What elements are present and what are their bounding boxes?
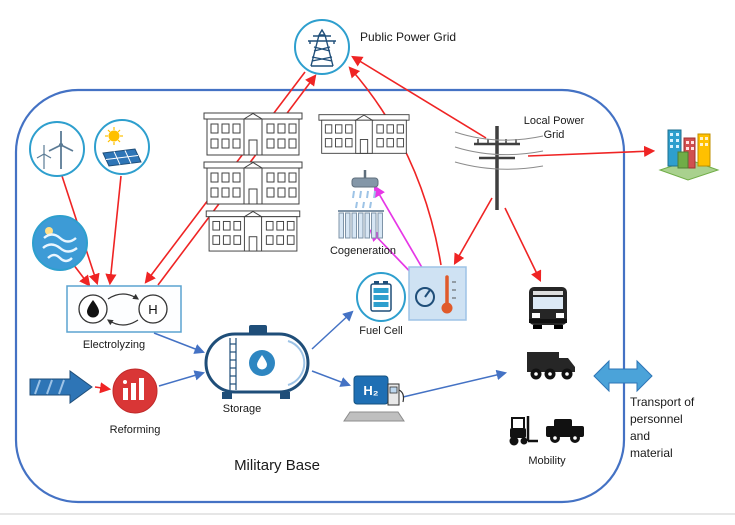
water-droplet-icon: [87, 300, 99, 318]
military-base-boundary: [14, 88, 626, 504]
arrow-hydro-to-electrolyzing: [72, 263, 91, 287]
jeep-icon: [546, 419, 584, 443]
arrow-storage-to-fuelcell: [311, 310, 354, 350]
forklift-icon: [509, 416, 538, 446]
cogeneration-icon: [338, 170, 384, 239]
hydrogen-letter: H: [148, 302, 157, 317]
thermometer-icon: [441, 275, 456, 314]
arrow-localgrid-to-city: [527, 145, 656, 157]
sun-icon: [105, 127, 123, 145]
arrow-h2station-to-trucks: [402, 369, 508, 398]
arrow-localgrid-to-heatunit: [453, 197, 493, 265]
fuel-pump-icon: [387, 383, 405, 406]
transport-label-line1: Transport of: [630, 395, 695, 409]
radiator-icon: [338, 210, 384, 239]
fuel-cell-icon: [356, 272, 406, 322]
local-power-grid-label-line1: Local Power: [524, 115, 585, 127]
storage-icon: [204, 325, 310, 399]
bus-icon: [529, 287, 567, 329]
transport-label-line4: material: [630, 446, 673, 460]
arrow-storage-to-h2station: [311, 370, 351, 387]
electrolyzing-label: Electrolyzing: [83, 339, 145, 351]
public-power-grid-label: Public Power Grid: [360, 30, 456, 44]
heat-power-unit-icon: [408, 266, 467, 321]
transport-double-arrow: [593, 359, 653, 393]
arrow-solar-to-electrolyzing: [105, 175, 122, 286]
arrow-localgrid-to-mobility: [504, 207, 542, 283]
arrow-localgrid-to-publicgrid: [351, 55, 487, 139]
arrow-pipeline-to-reforming: [94, 382, 112, 394]
shower-icon: [351, 170, 379, 209]
transport-label-line2: personnel: [630, 412, 683, 426]
h2-sign-label: H₂: [363, 383, 378, 398]
mobility-label: Mobility: [528, 455, 566, 467]
gauge-icon: [415, 287, 435, 307]
arrow-heatunit-to-shower: [373, 184, 425, 272]
building-icon: [318, 114, 410, 154]
h2-station-icon: H₂: [343, 375, 405, 422]
solar-power-icon: [94, 119, 150, 175]
blue-hydrogen-arrows: [153, 310, 508, 398]
reforming-label: Reforming: [110, 424, 161, 436]
public-power-grid-icon: [294, 19, 350, 75]
hydro-power-icon: [32, 215, 88, 271]
military-base-title: Military Base: [234, 457, 320, 474]
transport-label-line3: and: [630, 429, 650, 443]
h2-droplet-icon: [257, 355, 267, 370]
fuel-cell-label: Fuel Cell: [359, 325, 402, 337]
building-icon: [205, 210, 301, 252]
reforming-icon: [112, 368, 158, 414]
cogeneration-label: Cogeneration: [330, 245, 396, 257]
arrow-heatunit-to-publicgrid: [348, 66, 442, 266]
electrolyzing-icon: H: [66, 285, 182, 333]
local-power-grid-label-line2: Grid: [544, 129, 565, 141]
building-icon: [203, 161, 303, 205]
arrow-reforming-to-storage: [158, 370, 206, 387]
arrow-electrolyzing-to-storage: [153, 332, 205, 354]
gas-pipeline-icon: [29, 370, 93, 404]
building-icon: [203, 112, 303, 156]
city-icon: [658, 129, 720, 181]
storage-label: Storage: [223, 403, 262, 415]
truck-icon: [527, 352, 575, 380]
local-power-grid-icon: [454, 126, 544, 210]
red-power-arrows: [61, 55, 656, 394]
wind-power-icon: [29, 121, 85, 177]
